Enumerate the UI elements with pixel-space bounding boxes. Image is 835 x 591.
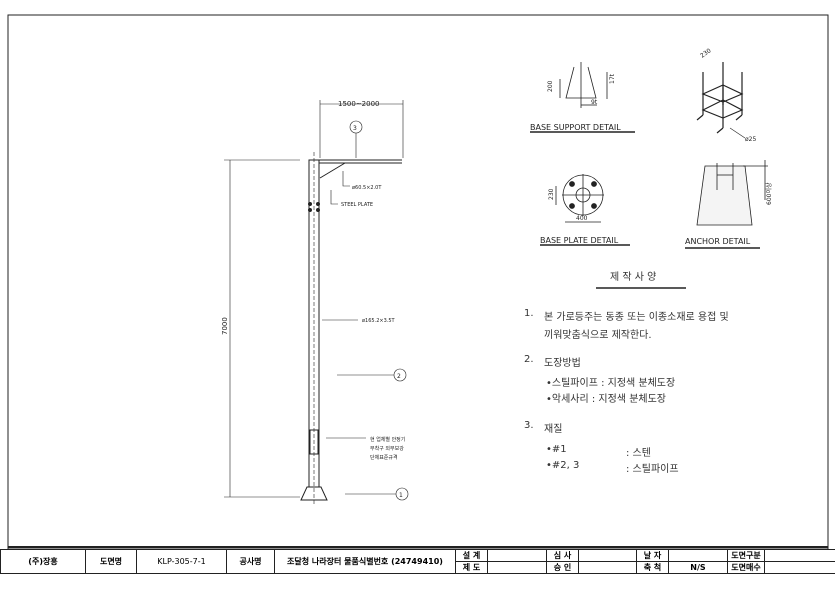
dim-label: 230 [699,47,713,59]
dim-label: 200 [547,80,554,92]
note-text: •악세사리 : 지정색 분체도장 [546,394,667,405]
ballast-note: 부착구 외부보강 [370,445,404,452]
type-label: 도면구분 [727,549,765,562]
project-name: 조달청 나라장터 물품식별번호 (24749410) [274,549,456,574]
drawing-name-label: 도면명 [85,549,137,574]
arm-pipe-label: ø60.5×2.0T [352,185,382,191]
dim-label: 600이상 [765,182,773,205]
ballast-note: 현 업체별 안정기 [370,436,405,443]
callout-1: 1 [399,492,403,499]
scale-value: N/S [668,561,728,574]
dim-label: 9t [591,99,598,106]
project-label: 공사명 [226,549,275,574]
base-support-drawing [530,62,635,133]
note-text: •스틸파이프 : 지정색 분체도장 [546,378,676,389]
pole [300,152,402,505]
note-text: 끼워맞춤식으로 제작한다. [544,330,652,341]
material-value: : 스틸파이프 [626,464,679,475]
pole-pipe-label: ø165.2×3.5T [362,318,396,324]
approve-value [578,561,637,574]
title-block: (주)장흥 도면명 KLP-305-7-1 공사명 조달청 나라장터 물품식별번… [0,549,835,574]
draft-value [487,561,547,574]
draft-label: 제 도 [455,561,488,574]
callout-3: 3 [353,125,357,132]
anchor-title: ANCHOR DETAIL [685,237,751,246]
base-plate-drawing [540,174,630,246]
base-plate-title: BASE PLATE DETAIL [540,236,619,245]
approve-label: 승 인 [546,561,579,574]
material-key: •#2, 3 [546,460,580,471]
anchor-bolt-drawing [696,62,746,139]
type-value [764,549,835,562]
sheets-value [764,561,835,574]
height-dim: 7000 [221,317,229,335]
date-label: 날 자 [636,549,669,562]
note-number: 3. [524,420,534,431]
design-label: 설 계 [455,549,488,562]
review-label: 심 사 [546,549,579,562]
company: (주)장흥 [0,549,86,574]
design-value [487,549,547,562]
sheets-label: 도면매수 [727,561,765,574]
dimensions [224,100,409,501]
dim-label: 17t [609,73,616,84]
review-value [578,549,637,562]
callout-2: 2 [397,373,401,380]
scale-label: 축 척 [636,561,669,574]
note-number: 1. [524,308,534,319]
note-text: 본 가로등주는 동종 또는 이종소재로 용접 및 [544,312,729,323]
note-text: 재질 [544,424,563,435]
material-value: : 스텐 [626,448,651,459]
note-number: 2. [524,354,534,365]
steel-plate-label: STEEL PLATE [341,202,373,208]
arm-length-dim: 1500~2000 [338,100,380,108]
notes-title: 제 작 사 양 [610,272,657,283]
ballast-note: 단체표준규격 [370,454,398,461]
note-text: 도장방법 [544,358,581,369]
anchor-drawing [685,160,768,249]
material-key: •#1 [546,444,567,455]
dim-label: ø25 [745,136,756,143]
dim-label: 400 [576,215,588,222]
base-support-title: BASE SUPPORT DETAIL [530,123,621,132]
drawing-name: KLP-305-7-1 [136,549,227,574]
dim-label: 230 [548,188,555,200]
date-value [668,549,728,562]
